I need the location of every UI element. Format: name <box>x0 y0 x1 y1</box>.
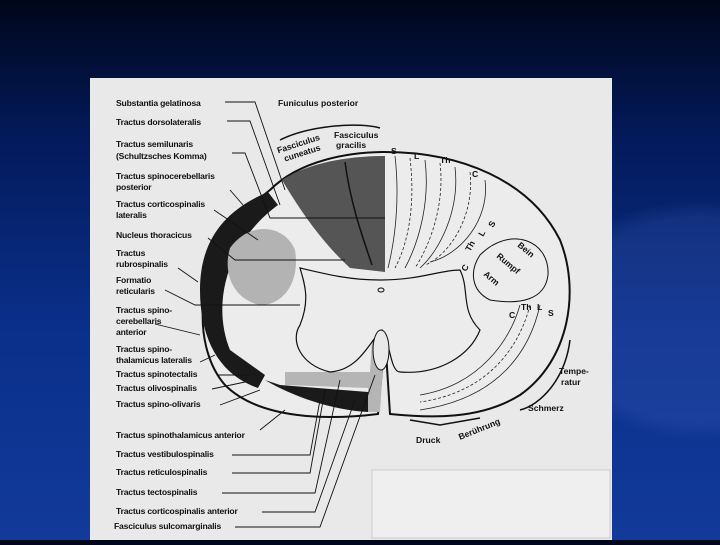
label-lateral-th: Th <box>463 239 477 253</box>
anterior-dark-region <box>265 380 368 412</box>
fasciculus-divider <box>344 161 373 266</box>
anterior-lamination <box>419 304 541 411</box>
label-tractus-semilunaris: Tractus semilunaris <box>116 139 193 149</box>
label-tractus-reticulospinalis: Tractus reticulospinalis <box>116 467 208 477</box>
label-tractus-spino-olivaris: Tractus spino-olivaris <box>116 399 201 409</box>
label-druck: Druck <box>416 435 441 445</box>
label-segment-s: S <box>391 146 397 156</box>
label-beruehrung: Berührung <box>457 416 501 442</box>
label-tractus-spinothalamicus-lateralis: Tractus spino- <box>116 344 172 354</box>
lateral-dark-crescent <box>200 192 278 388</box>
label-lateral-l: L <box>476 228 487 238</box>
label-tractus-corticospinalis-lateralis: Tractus corticospinalis <box>116 199 205 209</box>
spinal-cord-cross-section-figure: Funiculus posterior Fasciculus cuneatus … <box>90 78 612 540</box>
bracket-temperatur-schmerz <box>519 339 571 411</box>
corticospinal-lateral-region <box>227 229 296 305</box>
central-canal <box>377 287 385 293</box>
label-funiculus-posterior: Funiculus posterior <box>278 98 359 108</box>
label-formatio-reticularis: Formatio <box>116 275 151 285</box>
label-segment-th: Th <box>440 155 451 165</box>
label-substantia-gelatinosa: Substantia gelatinosa <box>116 98 201 108</box>
gray-matter-outline <box>295 267 481 373</box>
label-temperatur: ratur <box>561 377 581 387</box>
label-fasciculus-sulcomarginalis: Fasciculus sulcomarginalis <box>114 521 221 531</box>
label-tractus-spinothalamicus-anterior: Tractus spinothalamicus anterior <box>116 430 246 440</box>
label-fasciculus-gracilis: gracilis <box>336 140 366 150</box>
label-nucleus-thoracicus: Nucleus thoracicus <box>116 230 192 240</box>
label-tractus-vestibulospinalis: Tractus vestibulospinalis <box>116 449 214 459</box>
inset-frame <box>371 469 611 539</box>
label-tractus-spinocerebellaris-anterior: cerebellaris <box>116 316 162 326</box>
label-anterior-c: C <box>509 310 515 320</box>
label-tractus-spinocerebellaris-posterior: posterior <box>116 182 152 192</box>
label-lateral-c: C <box>459 263 471 273</box>
label-tractus-dorsolateralis: Tractus dorsolateralis <box>116 117 201 127</box>
label-temperatur: Tempe- <box>559 366 589 376</box>
leader-lines <box>154 101 385 528</box>
bracket-druck-beruehrung <box>409 417 481 426</box>
label-segment-l: L <box>414 151 419 161</box>
label-tractus-tectospinalis: Tractus tectospinalis <box>116 487 198 497</box>
label-lateral-s: S <box>486 219 498 229</box>
fasciculus-dark-region <box>282 156 385 272</box>
label-tractus-corticospinalis-anterior: Tractus corticospinalis anterior <box>116 506 238 516</box>
label-anterior-th: Th <box>521 302 532 312</box>
label-fasciculus-gracilis: Fasciculus <box>334 130 379 140</box>
label-tractus-spinothalamicus-lateralis: thalamicus lateralis <box>116 355 192 365</box>
label-segment-c: C <box>472 169 478 179</box>
anterior-median-fissure <box>372 329 390 371</box>
bracket-funiculus-posterior <box>279 124 381 141</box>
label-tractus-corticospinalis-lateralis: lateralis <box>116 210 147 220</box>
lateral-somatotopy-region <box>472 238 549 303</box>
spinal-cord-diagram: Funiculus posterior Fasciculus cuneatus … <box>114 98 611 539</box>
label-tractus-spinocerebellaris-anterior: anterior <box>116 327 147 337</box>
label-tractus-rubrospinalis: rubrospinalis <box>116 259 168 269</box>
posterior-funiculus-lamination <box>387 155 486 269</box>
label-tractus-spinocerebellaris-posterior: Tractus spinocerebellaris <box>116 171 215 181</box>
label-tractus-semilunaris: (Schultzsches Komma) <box>116 151 207 161</box>
label-tractus-olivospinalis: Tractus olivospinalis <box>116 383 197 393</box>
label-tractus-spinocerebellaris-anterior: Tractus spino- <box>116 305 172 315</box>
anterior-gray-region <box>285 335 385 412</box>
label-anterior-l: L <box>537 302 542 312</box>
label-schmerz: Schmerz <box>528 403 564 413</box>
label-tractus-spinotectalis: Tractus spinotectalis <box>116 369 198 379</box>
label-tractus-rubrospinalis: Tractus <box>116 248 146 258</box>
label-formatio-reticularis: reticularis <box>116 286 155 296</box>
label-anterior-s: S <box>548 308 554 318</box>
